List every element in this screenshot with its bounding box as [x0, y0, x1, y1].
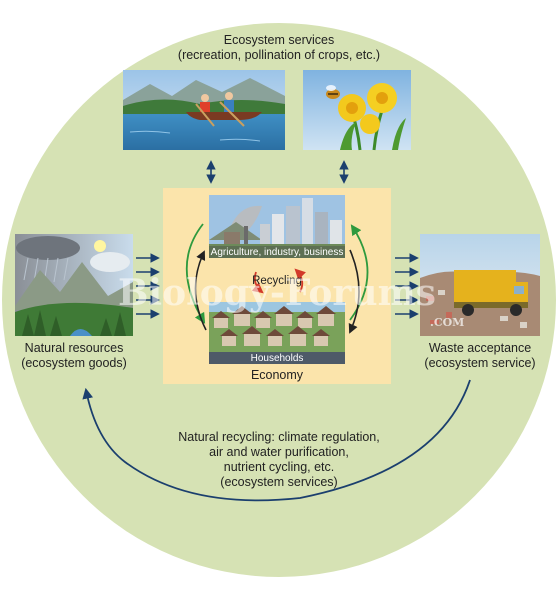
- pollination-image: [303, 70, 411, 151]
- waste-output-arrows: [395, 253, 419, 319]
- ecosystem-services-title: Ecosystem services: [223, 33, 335, 47]
- natural-resources-label: Natural resources (ecosystem goods): [8, 341, 140, 371]
- natural-recycling-line2: air and water purification,: [209, 445, 349, 459]
- natural-resources-image: [15, 234, 133, 336]
- natural-recycling-label: Natural recycling: climate regulation, a…: [140, 430, 418, 490]
- recycling-arrow-left: [251, 271, 264, 294]
- sector-bottom-label: Households: [250, 353, 304, 364]
- recycling-arrow-right: [294, 268, 306, 293]
- economy-label: Economy: [250, 368, 304, 382]
- natural-recycling-line4: (ecosystem services): [220, 475, 338, 489]
- waste-acceptance-label: Waste acceptance (ecosystem service): [413, 341, 547, 371]
- industry-image: [209, 195, 345, 258]
- natural-recycling-line1: Natural recycling: climate regulation,: [178, 430, 380, 444]
- sector-top-label: Agriculture, industry, business: [210, 247, 344, 258]
- waste-acceptance-subtitle: (ecosystem service): [424, 356, 536, 370]
- waste-acceptance-title: Waste acceptance: [428, 341, 532, 355]
- ecosystem-services-subtitle: (recreation, pollination of crops, etc.): [177, 48, 381, 62]
- watermark-suffix: .COM: [430, 316, 465, 329]
- natural-recycling-line3: nutrient cycling, etc.: [223, 460, 335, 474]
- recreation-image: [123, 70, 285, 150]
- natural-recycling-arc: [82, 379, 471, 502]
- resource-input-arrows: [136, 253, 160, 319]
- natural-resources-subtitle: (ecosystem goods): [21, 356, 127, 370]
- waste-acceptance-image: [420, 234, 540, 336]
- recycling-label: Recycling: [252, 275, 302, 287]
- black-arrow-right: [348, 249, 360, 334]
- watermark-text: Biology-Forums: [118, 272, 436, 314]
- black-arrow-left: [194, 250, 207, 331]
- households-image: [209, 302, 345, 364]
- natural-resources-title: Natural resources: [24, 341, 124, 355]
- ecosystem-services-label: Ecosystem services (recreation, pollinat…: [120, 33, 438, 63]
